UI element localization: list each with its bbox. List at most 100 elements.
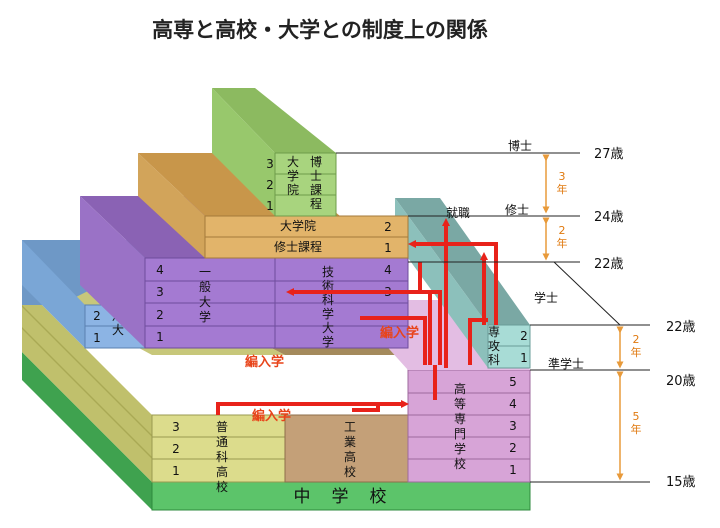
doctoral-year-1: 1 [266, 199, 274, 213]
svg-text:士: 士 [310, 169, 322, 183]
masters-course-label: 修士課程 [274, 239, 322, 254]
svg-text:高: 高 [344, 449, 356, 464]
transfer-arrow-hs [216, 400, 409, 415]
employment-label: 就職 [446, 206, 470, 220]
svg-text:技: 技 [322, 265, 334, 279]
advanced-course-label: 専 攻 科 [488, 325, 500, 367]
age-27: 27歳 [594, 147, 624, 162]
junior-college-year-2: 2 [93, 309, 101, 323]
duration-3-unit: 年 [557, 182, 568, 196]
svg-text:学: 学 [454, 441, 466, 456]
svg-text:学: 学 [199, 309, 211, 324]
univ-year-3: 3 [156, 285, 164, 299]
svg-text:科: 科 [488, 353, 500, 367]
hs-year-1: 1 [172, 464, 180, 478]
transfer-arrow-masters [408, 240, 498, 325]
transfer-label-3: 編入学 [380, 325, 419, 341]
kosen-year-5: 5 [509, 375, 517, 389]
svg-text:学: 学 [287, 168, 299, 183]
univ-year-1: 1 [156, 330, 164, 344]
svg-text:博: 博 [310, 154, 322, 169]
svg-text:学: 学 [322, 306, 334, 321]
junior-high-label: 中 学 校 [294, 487, 389, 507]
svg-text:校: 校 [344, 464, 356, 479]
kosen-year-3: 3 [509, 419, 517, 433]
svg-text:校: 校 [216, 479, 228, 494]
svg-text:大: 大 [199, 295, 211, 309]
degree-doctorate: 博士 [508, 138, 532, 153]
doctoral-label-b: 博 士 課 程 [310, 154, 322, 211]
duration-2a-unit: 年 [557, 236, 568, 250]
svg-text:門: 門 [454, 427, 466, 441]
svg-text:普: 普 [216, 420, 228, 434]
transfer-arrow-industrial [352, 404, 380, 412]
svg-text:校: 校 [454, 456, 466, 471]
duration-5-num: 5 [633, 410, 640, 423]
kosen-year-1: 1 [509, 463, 517, 477]
kosen-year-4: 4 [509, 397, 517, 411]
general-university-label: 一 般 大 学 [199, 265, 211, 324]
svg-text:術: 術 [322, 279, 334, 293]
kosen-label: 高 等 専 門 学 校 [454, 381, 466, 471]
univ-year-4: 4 [156, 263, 164, 277]
degree-bachelor: 学士 [534, 290, 558, 305]
advanced-year-2: 2 [520, 329, 528, 343]
duration-brackets [542, 154, 624, 481]
svg-text:科: 科 [216, 450, 228, 464]
transfer-label-2: 編入学 [252, 408, 291, 424]
industrial-highschool-label: 工 業 高 校 [344, 420, 356, 479]
degree-lines [336, 152, 650, 483]
age-20: 20歳 [666, 374, 696, 389]
university-layer [80, 196, 409, 349]
hs-year-2: 2 [172, 442, 180, 456]
svg-text:通: 通 [216, 435, 228, 449]
age-22-lower: 22歳 [666, 320, 696, 335]
page-title: 高専と高校・大学との制度上の関係 [152, 18, 488, 42]
age-15: 15歳 [666, 475, 696, 490]
svg-text:大: 大 [287, 155, 299, 169]
univ-year-2: 2 [156, 308, 164, 322]
svg-text:工: 工 [344, 420, 356, 434]
duration-2a-num: 2 [559, 224, 566, 237]
masters-year-1: 1 [384, 241, 392, 255]
junior-college-year-1: 1 [93, 331, 101, 345]
tech-university-label: 技 術 科 学 大 学 [322, 265, 334, 349]
svg-text:院: 院 [287, 183, 299, 197]
doctoral-year-2: 2 [266, 178, 274, 192]
svg-text:攻: 攻 [488, 339, 500, 353]
transfer-arrow-kosen-up [418, 262, 442, 365]
general-highschool-label: 普 通 科 高 校 [216, 420, 228, 494]
duration-3-num: 3 [559, 170, 566, 183]
junior-high-block: 中 学 校 [22, 352, 531, 511]
tech-univ-year-4: 4 [384, 263, 392, 277]
svg-text:科: 科 [322, 293, 334, 307]
svg-text:等: 等 [454, 397, 466, 411]
svg-text:程: 程 [310, 196, 322, 211]
svg-text:大: 大 [322, 321, 334, 335]
doctoral-block [212, 88, 337, 217]
svg-text:大: 大 [112, 323, 124, 337]
duration-5-unit: 年 [631, 422, 642, 436]
age-22-upper: 22歳 [594, 257, 624, 272]
kosen-year-2: 2 [509, 441, 517, 455]
age-24: 24歳 [594, 210, 624, 225]
svg-text:一: 一 [199, 265, 211, 279]
transfer-arrow-advanced [468, 318, 488, 365]
doctoral-label-a: 大 学 院 [287, 155, 299, 197]
transfer-arrows [216, 218, 498, 415]
doctoral-year-3: 3 [266, 157, 274, 171]
svg-text:業: 業 [344, 435, 356, 449]
hs-year-3: 3 [172, 420, 180, 434]
transfer-arrow-kosen-left [360, 316, 427, 365]
svg-text:専: 専 [488, 325, 500, 339]
svg-text:専: 専 [454, 412, 466, 426]
degree-masters: 修士 [505, 202, 529, 217]
svg-text:般: 般 [199, 279, 211, 294]
degree-associate: 準学士 [548, 356, 584, 371]
advanced-year-1: 1 [520, 351, 528, 365]
svg-text:高: 高 [454, 381, 466, 396]
transfer-label-1: 編入学 [245, 354, 284, 370]
duration-2b-unit: 年 [631, 345, 642, 359]
